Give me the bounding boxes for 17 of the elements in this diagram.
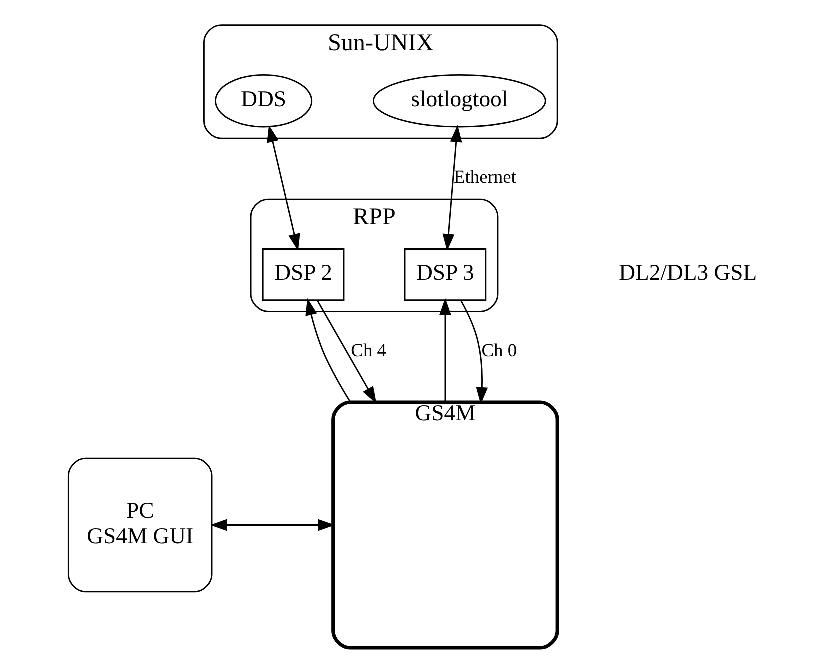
label: DL2/DL3 GSL <box>619 260 758 286</box>
arrow <box>460 300 488 404</box>
arrow <box>210 519 336 532</box>
node-box: GS4M <box>332 400 560 650</box>
arrow <box>440 298 452 402</box>
node-ellipse: slotlogtool <box>372 74 546 128</box>
edge-label: Ethernet <box>454 167 516 188</box>
edge-label: Ch 0 <box>482 340 518 360</box>
arrow <box>267 125 300 252</box>
arrow <box>442 125 462 252</box>
edge-label: Ch 4 <box>351 340 387 360</box>
node-box: PC GS4M GUI <box>68 458 213 593</box>
node-ellipse: DDS <box>215 74 313 128</box>
node-box: DSP 3 <box>404 248 487 302</box>
arrow <box>316 300 377 404</box>
arrow <box>306 298 352 403</box>
node-box: DSP 2 <box>262 248 345 302</box>
